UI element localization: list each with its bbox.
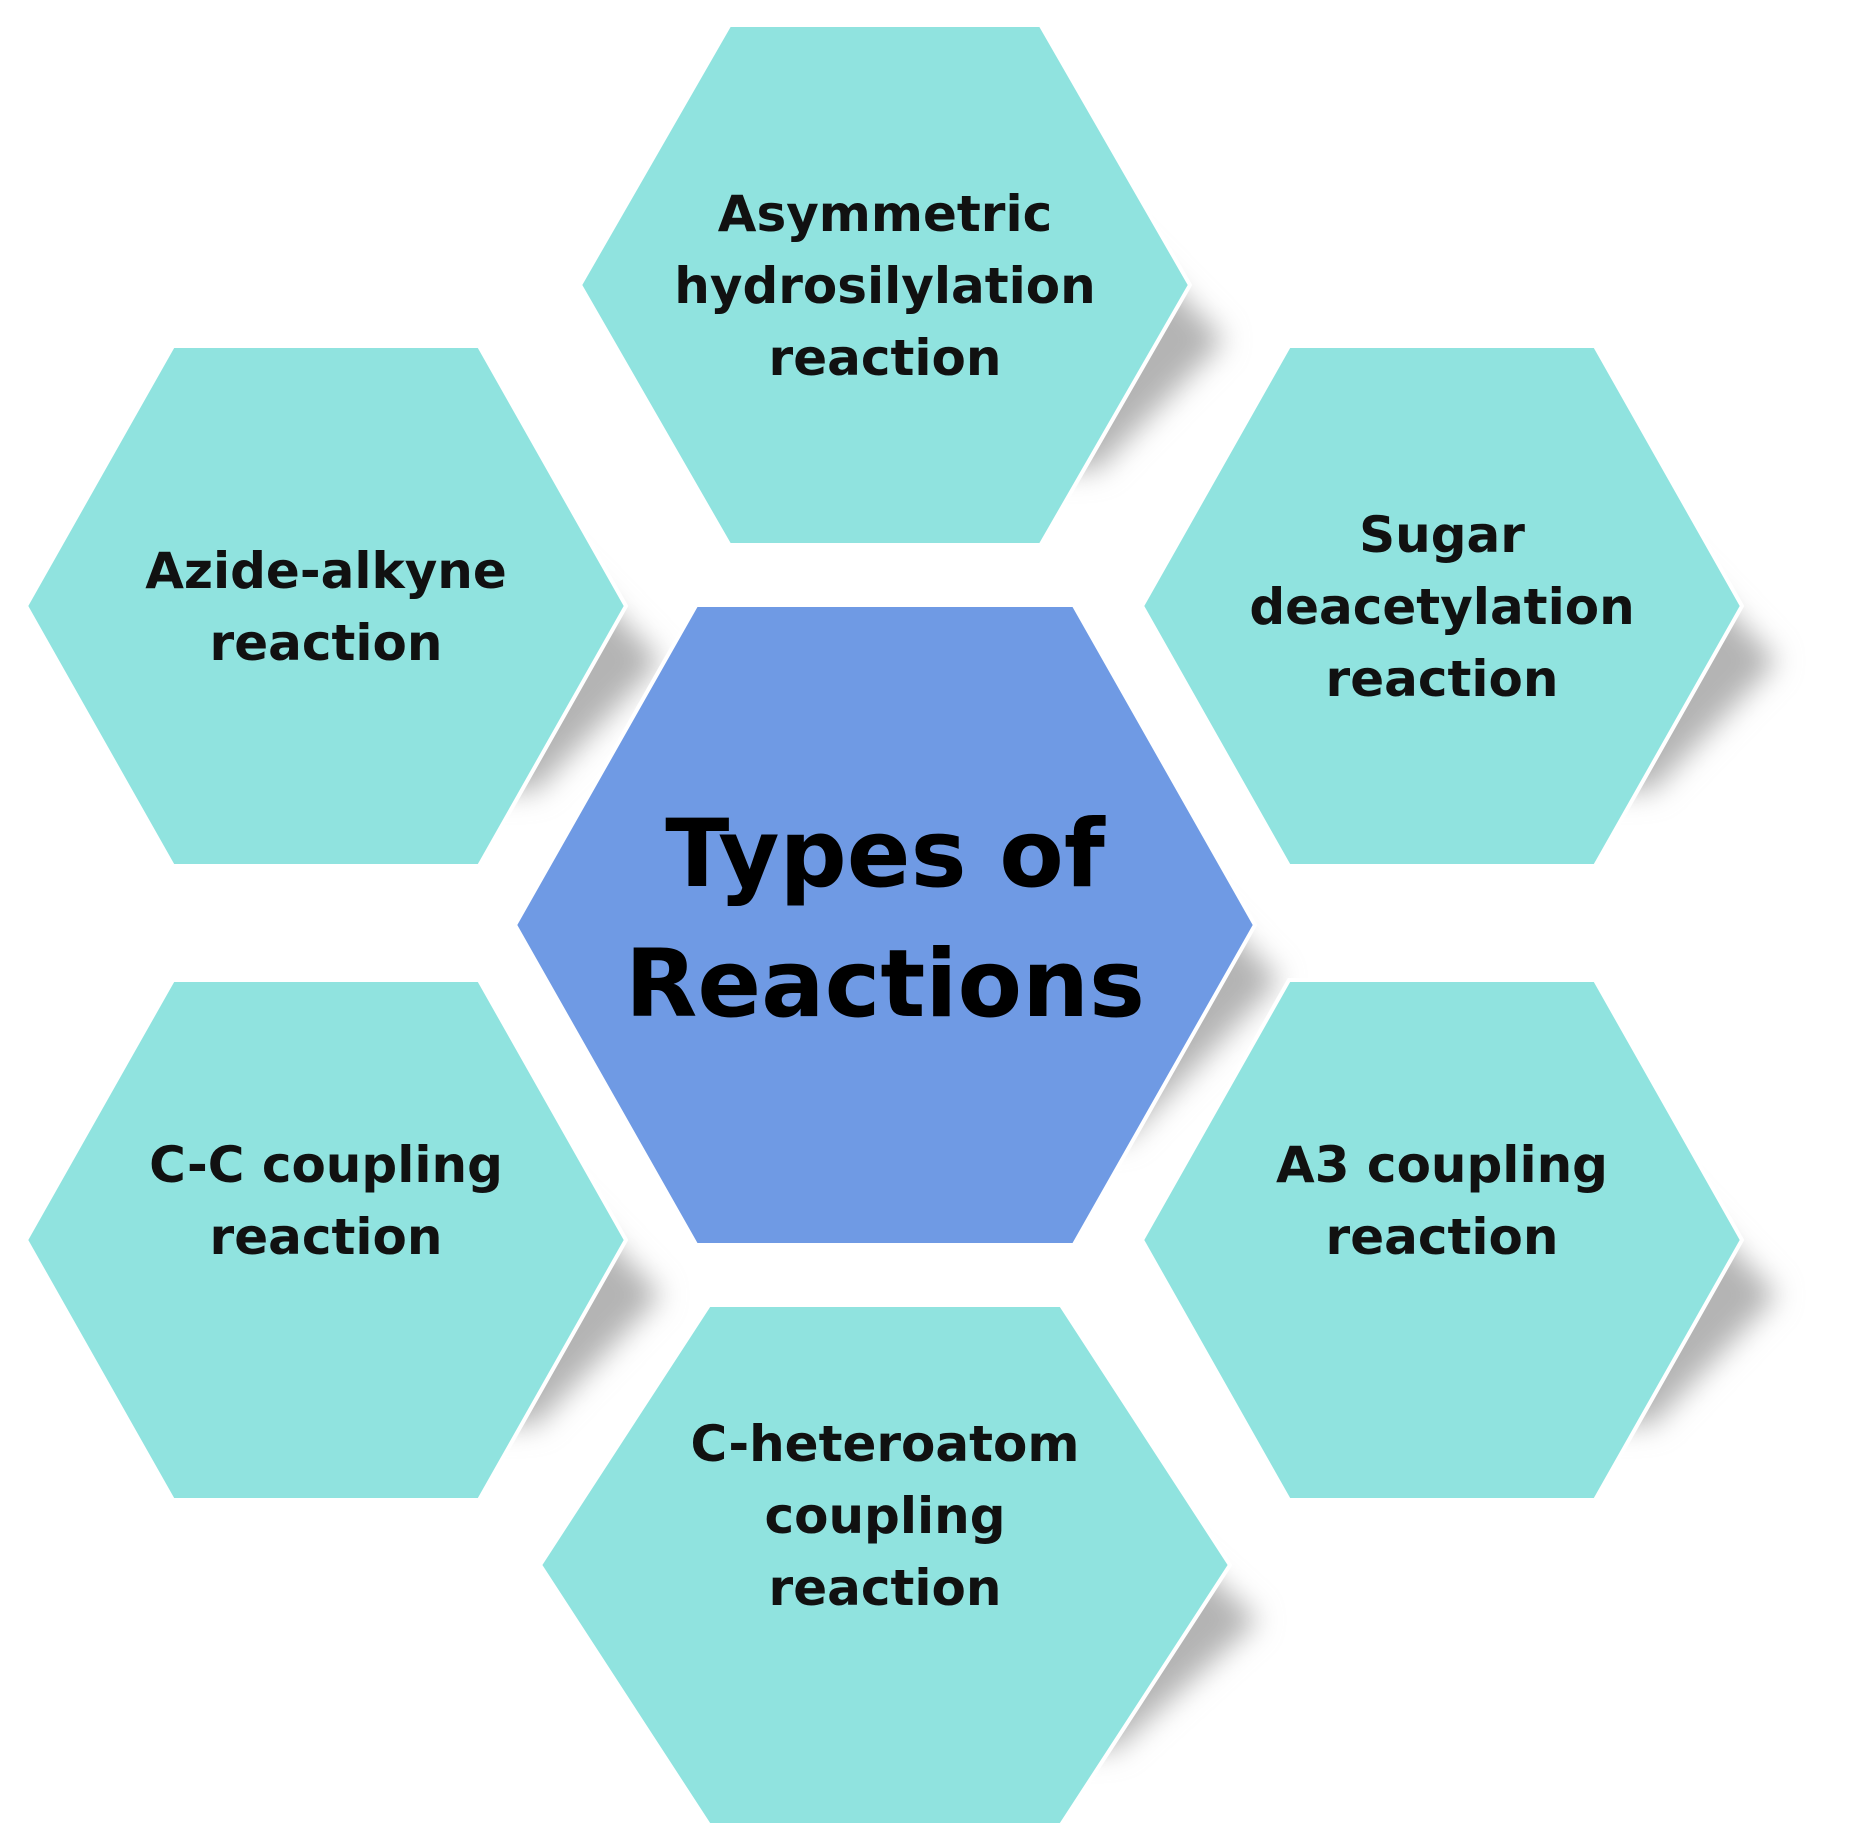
hexagon-label-line: reaction (769, 1559, 1002, 1617)
hexagon-shape-lower-left (23, 978, 629, 1502)
hexagon-upper-right: Sugar deacetylation reaction (1139, 344, 1745, 868)
center-label-line: Types of (665, 800, 1106, 909)
hexagon-shape-upper-right (1139, 344, 1745, 868)
hexagon-label-line: deacetylation (1249, 578, 1634, 636)
hexagons: AsymmetrichydrosilylationreactionSugarde… (23, 23, 1745, 1827)
hexagon-label-line: Asymmetric (718, 185, 1053, 243)
hexagon-lower-left: C-C coupling reaction (23, 978, 629, 1502)
hexagon-label-line: reaction (210, 614, 443, 672)
hexagon-shape-lower-right (1139, 978, 1745, 1502)
hexagon-shape-bottom (537, 1303, 1233, 1827)
hexagon-label-line: C-C coupling (149, 1136, 503, 1194)
hexagon-label-line: coupling (764, 1487, 1005, 1545)
hexagon-label-line: reaction (1326, 650, 1559, 708)
hexagon-label-line: reaction (1326, 1208, 1559, 1266)
hexagon-lower-right: A3 coupling reaction (1139, 978, 1745, 1502)
center-hexagon-shape (512, 603, 1258, 1247)
hexagon-label-line: reaction (210, 1208, 443, 1266)
hexagon-shape-top (577, 23, 1193, 547)
hexagon-label-line: Azide-alkyne (145, 542, 507, 600)
hexagon-label-line: A3 coupling (1276, 1136, 1608, 1194)
hexagon-top: Asymmetric hydrosilylation reaction (577, 23, 1193, 547)
hexagon-shape-upper-left (23, 344, 629, 868)
hexagon-bottom: C-heteroatom coupling reaction (537, 1303, 1233, 1827)
center-hexagon: Types of Reactions (512, 603, 1258, 1247)
hexagon-label-line: hydrosilylation (674, 257, 1095, 315)
hexagon-label-line: C-heteroatom (690, 1415, 1079, 1473)
hexagon-label-line: Sugar (1359, 506, 1525, 564)
hexagon-label-line: reaction (769, 329, 1002, 387)
hexagon-upper-left: Azide-alkyne reaction (23, 344, 629, 868)
center-label-line: Reactions (625, 930, 1145, 1039)
